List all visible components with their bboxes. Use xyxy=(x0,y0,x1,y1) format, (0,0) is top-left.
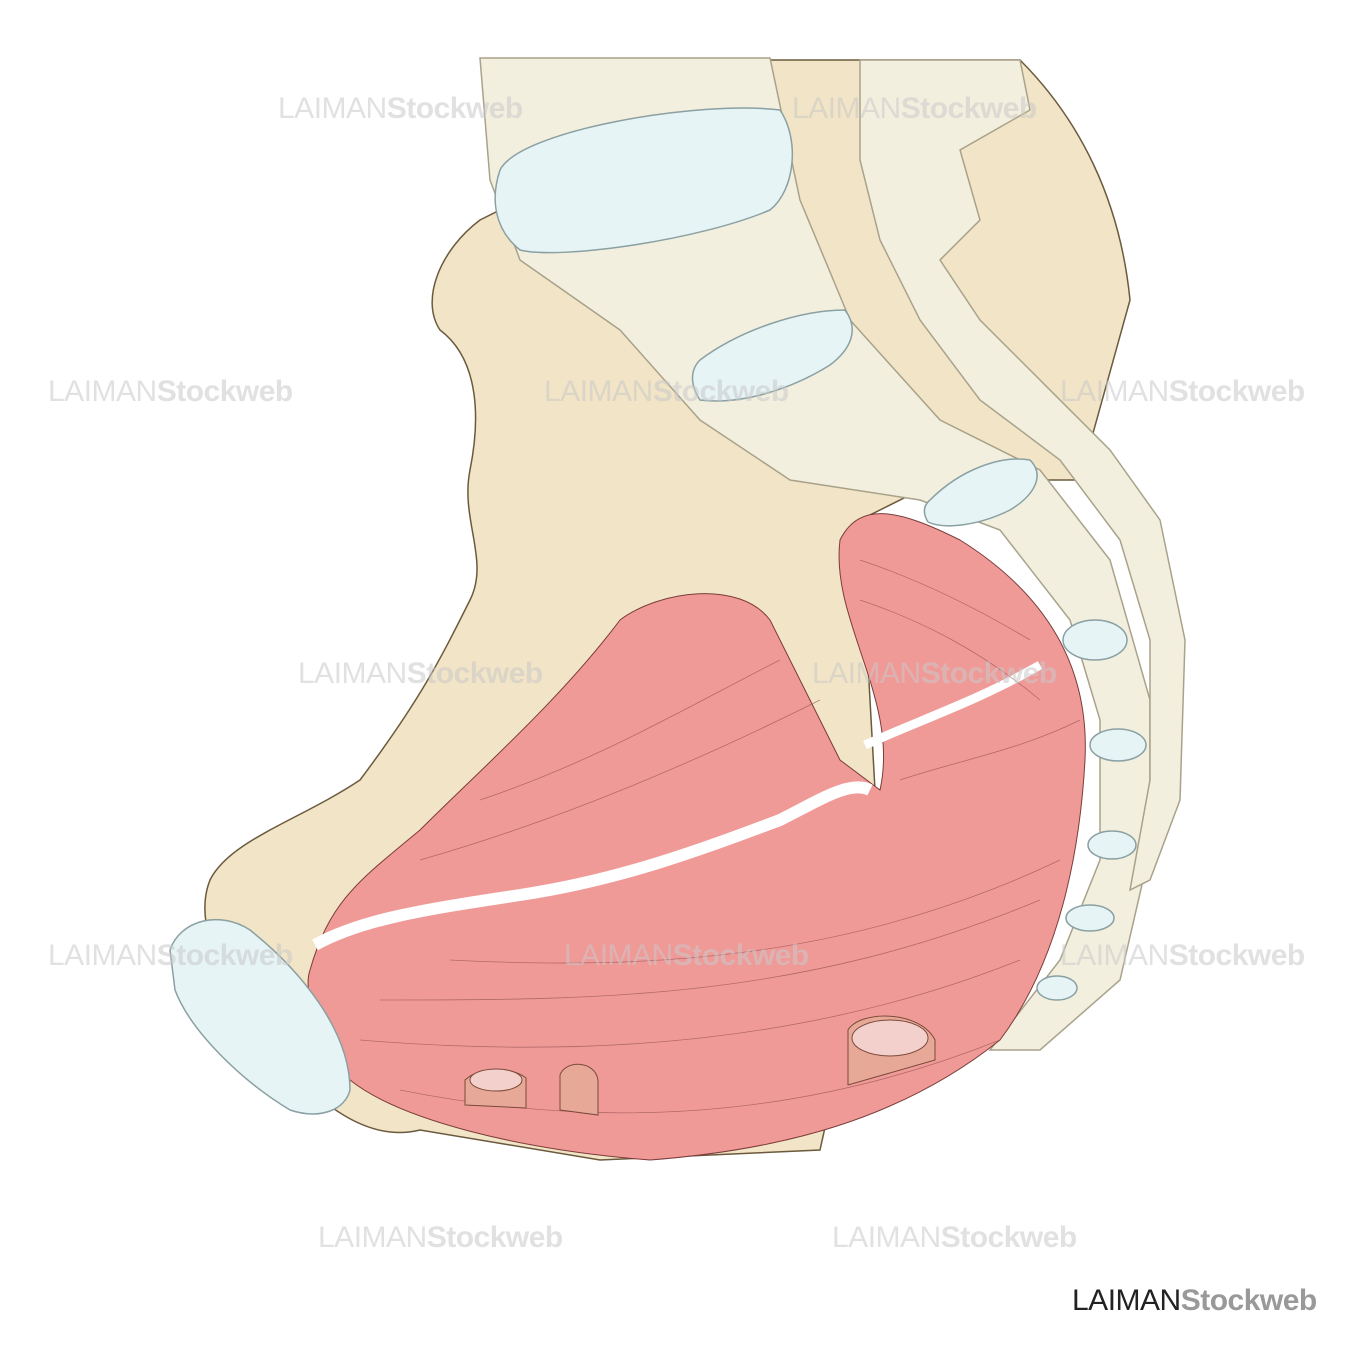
watermark: LAIMANStockweb xyxy=(1060,939,1305,972)
watermark: LAIMANStockweb xyxy=(48,939,293,972)
levator-ani-muscle xyxy=(307,513,1086,1161)
watermark: LAIMANStockweb xyxy=(564,939,809,972)
pelvic-organ-sections xyxy=(464,1015,936,1116)
muscle-gap xyxy=(863,661,1043,750)
sacrum xyxy=(479,57,1151,1051)
muscle-raphe xyxy=(312,781,873,951)
watermark: LAIMANStockweb xyxy=(48,375,293,408)
watermark: LAIMANStockweb xyxy=(832,1221,1077,1254)
watermark: LAIMANStockweb xyxy=(1060,375,1305,408)
watermark: LAIMANStockweb xyxy=(792,92,1037,125)
watermark: LAIMANStockweb xyxy=(278,92,523,125)
coccyx-posterior xyxy=(859,59,1186,892)
watermark: LAIMANStockweb xyxy=(318,1221,563,1254)
watermark: LAIMANStockweb xyxy=(812,657,1057,690)
intervertebral-discs xyxy=(169,107,1147,1115)
watermark: LAIMANStockweb xyxy=(544,375,789,408)
watermark: LAIMANStockweb xyxy=(298,657,543,690)
brand-logo: LAIMANStockweb xyxy=(1072,1284,1317,1317)
